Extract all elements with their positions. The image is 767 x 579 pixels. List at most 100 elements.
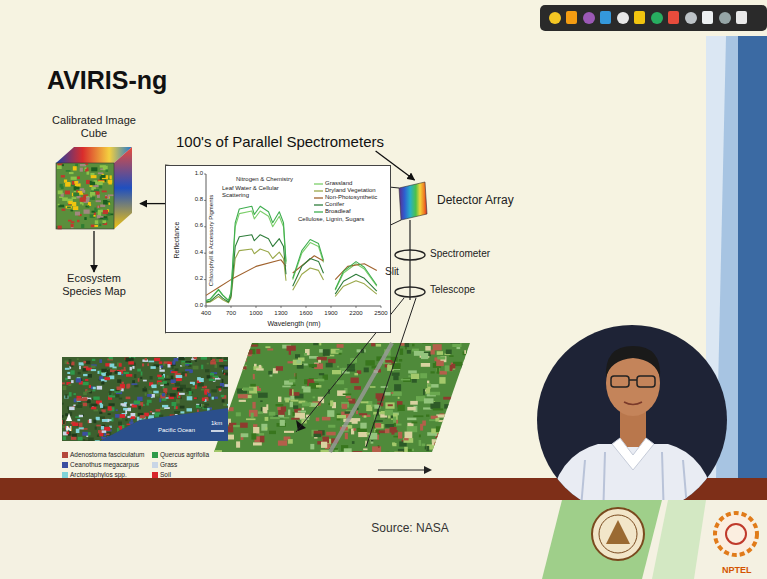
texture-patch <box>443 423 445 427</box>
texture-patch <box>385 410 393 416</box>
texture-patch <box>284 417 290 419</box>
legend-line <box>314 183 323 184</box>
texture-patch <box>453 453 460 455</box>
texture-patch <box>426 388 430 394</box>
texture-patch <box>134 374 136 378</box>
texture-patch <box>97 386 102 390</box>
tool-icon <box>651 12 663 24</box>
axis-line <box>206 174 207 306</box>
texture-patch <box>92 359 95 361</box>
texture-patch <box>109 403 115 406</box>
part-label: Telescope <box>430 284 475 296</box>
texture-patch <box>115 414 120 418</box>
texture-patch <box>174 406 178 409</box>
texture-patch <box>138 378 140 382</box>
texture-patch <box>66 382 70 385</box>
texture-patch <box>84 217 86 220</box>
texture-patch <box>178 396 180 398</box>
texture-patch <box>457 347 461 349</box>
texture-patch <box>143 442 148 446</box>
texture-patch <box>124 372 129 374</box>
texture-patch <box>97 206 100 208</box>
texture-patch <box>175 368 179 371</box>
texture-patch <box>462 431 470 436</box>
texture-patch <box>74 393 76 395</box>
texture-patch <box>259 433 265 435</box>
texture-patch <box>99 416 105 419</box>
texture-patch <box>126 384 129 388</box>
texture-patch <box>156 409 161 411</box>
lens-symbol <box>395 287 425 297</box>
texture-patch <box>260 436 265 443</box>
texture-patch <box>137 369 141 372</box>
texture-patch <box>433 344 442 350</box>
texture-patch <box>216 386 222 388</box>
chart-annotation: Reflectance <box>173 222 181 259</box>
texture-patch <box>253 442 262 445</box>
texture-patch <box>354 373 358 375</box>
legend-swatch <box>62 462 68 468</box>
texture-patch <box>201 365 203 370</box>
texture-patch <box>263 407 268 413</box>
texture-patch <box>93 387 96 390</box>
texture-patch <box>130 367 132 371</box>
texture-patch <box>185 369 191 371</box>
texture-patch <box>435 418 439 422</box>
texture-patch <box>437 351 443 355</box>
texture-patch <box>127 404 129 407</box>
texture-patch <box>193 366 199 370</box>
toolbar-icons <box>549 11 747 24</box>
texture-patch <box>62 403 64 405</box>
legend-line-sample <box>314 195 323 201</box>
texture-patch <box>87 399 91 403</box>
texture-patch <box>242 366 247 369</box>
texture-patch <box>385 402 394 408</box>
texture-patch <box>97 182 103 186</box>
mouth <box>624 402 642 405</box>
texture-patch <box>65 378 68 380</box>
texture-patch <box>336 350 343 353</box>
texture-patch <box>386 452 389 454</box>
texture-patch <box>375 420 383 422</box>
texture-patch <box>469 390 475 397</box>
texture-patch <box>318 360 321 363</box>
speaker <box>548 346 718 520</box>
texture-patch <box>84 210 90 214</box>
texture-patch <box>441 445 451 448</box>
texture-patch <box>110 389 114 391</box>
axis-tick: 1.0 <box>195 170 203 177</box>
axis-tick: 1000 <box>249 310 262 317</box>
texture-patch <box>286 452 289 455</box>
texture-patch <box>99 359 102 363</box>
texture-patch <box>161 374 163 376</box>
legend-text: Grass <box>160 461 177 468</box>
texture-patch <box>298 411 306 413</box>
hair <box>606 346 660 378</box>
texture-patch <box>150 411 152 413</box>
texture-patch <box>91 369 96 371</box>
texture-patch <box>211 389 217 392</box>
texture-patch <box>65 368 70 370</box>
texture-patch <box>75 212 80 216</box>
texture-patch <box>98 206 100 208</box>
texture-patch <box>100 204 105 207</box>
texture-patch <box>87 442 91 444</box>
texture-patch <box>229 370 234 374</box>
texture-patch <box>364 368 369 373</box>
legend-line <box>314 190 323 191</box>
texture-patch <box>237 345 239 350</box>
spectrum-curve <box>335 264 377 280</box>
texture-patch <box>422 453 429 458</box>
texture-patch <box>199 403 201 406</box>
axis-tick-mark <box>356 306 357 308</box>
texture-patch <box>96 425 101 427</box>
axis-tick-mark <box>204 200 206 201</box>
texture-patch <box>68 376 71 379</box>
texture-patch <box>241 433 249 437</box>
texture-patch <box>412 449 414 452</box>
species-map <box>62 357 228 441</box>
texture-patch <box>102 191 107 193</box>
texture-patch <box>438 420 446 422</box>
texture-patch <box>105 443 111 447</box>
texture-patch <box>60 184 63 188</box>
